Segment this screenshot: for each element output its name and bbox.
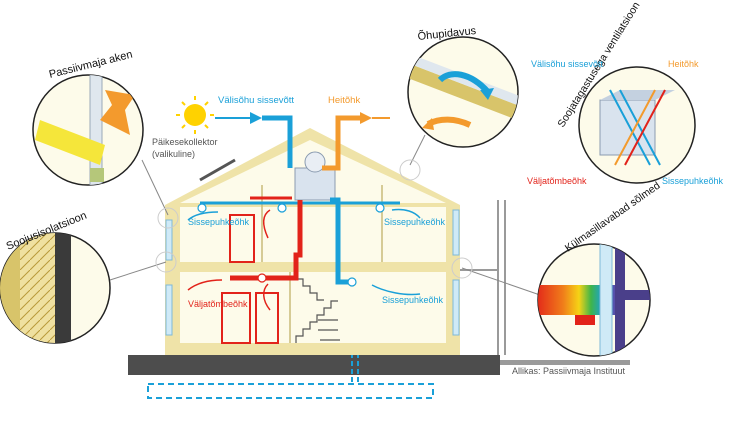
callout-passive-window	[32, 74, 144, 186]
outdoor-air-arrow-head	[250, 112, 262, 124]
label-supply-air-lower: Sissepuhkeõhk	[382, 295, 444, 305]
extract-ducts	[230, 196, 303, 281]
extract-vent	[257, 273, 267, 283]
label-supply-air-right: Sissepuhkeõhk	[384, 217, 446, 227]
label-collector-line2: (valikuline)	[152, 149, 195, 159]
supply-vent	[375, 203, 385, 213]
fan-icon	[304, 151, 326, 173]
window-left-upper	[165, 219, 173, 261]
room-airflow	[187, 208, 421, 311]
house	[165, 128, 506, 355]
extract-flow-arrow	[263, 283, 271, 311]
sunlight-beam	[35, 120, 105, 165]
supply-flow-arrow	[391, 208, 421, 219]
label-hr-exhaust-air: Heitõhk	[668, 59, 699, 69]
heat-reflection	[100, 90, 135, 135]
heat-recovery-unit	[294, 167, 336, 201]
supply-duct-vertical	[330, 197, 352, 285]
supply-vent	[197, 203, 207, 213]
window-right-upper	[452, 209, 460, 256]
label-thermal-bridges: Külmasillavabad sõlmed	[563, 180, 663, 255]
supply-flow-arrow	[371, 284, 421, 296]
attic-floor	[170, 203, 450, 207]
ground-slab	[128, 355, 500, 375]
label-collector-line1: Päikesekollektor	[152, 137, 218, 147]
outdoor-air-duct	[262, 115, 293, 168]
door	[229, 214, 255, 263]
ground-heat-exchanger-pipe	[147, 383, 434, 399]
label-hr-extract-air: Väljatõmbeõhk	[527, 176, 587, 186]
solar-collector	[199, 158, 236, 182]
label-hr-supply-air: Sissepuhkeõhk	[662, 176, 724, 186]
supply-flow-arrow	[187, 211, 219, 221]
window-right-lower	[452, 279, 460, 336]
callout-leaders	[109, 134, 541, 296]
ventilation-unit	[294, 151, 336, 201]
ground-line	[500, 360, 630, 365]
extract-flow-arrow	[187, 279, 223, 291]
supply-vent	[277, 203, 287, 213]
door	[255, 292, 279, 344]
balcony-post	[460, 200, 506, 355]
airflow-blue-arrow	[437, 71, 491, 95]
extract-flow-arrow	[263, 209, 271, 239]
window-left-lower	[165, 284, 173, 336]
callout-thermal-bridges	[537, 243, 651, 357]
exhaust-arrow-head	[360, 112, 372, 124]
vents	[197, 203, 385, 287]
label-airtightness: Õhupidavus	[417, 24, 477, 43]
label-outdoor-air-intake: Välisõhu sissevõtt	[218, 95, 294, 106]
sun-icon	[176, 96, 214, 134]
extract-duct	[230, 200, 303, 281]
ground	[128, 345, 630, 399]
supply-vent	[347, 277, 357, 287]
label-source: Allikas: Passiivmaja Instituut	[512, 366, 626, 376]
label-extract-air: Väljatõmbeõhk	[188, 299, 248, 309]
label-hr-outdoor-air: Välisõhu sissevõtt	[531, 59, 604, 69]
label-exhaust-air: Heitõhk	[328, 95, 360, 106]
exhaust-duct	[322, 115, 360, 171]
callout-airtightness	[407, 36, 519, 148]
callout-heat-recovery	[578, 66, 696, 184]
door	[221, 292, 251, 344]
intermediate-floor	[180, 262, 446, 272]
label-supply-air-left: Sissepuhkeõhk	[188, 217, 250, 227]
